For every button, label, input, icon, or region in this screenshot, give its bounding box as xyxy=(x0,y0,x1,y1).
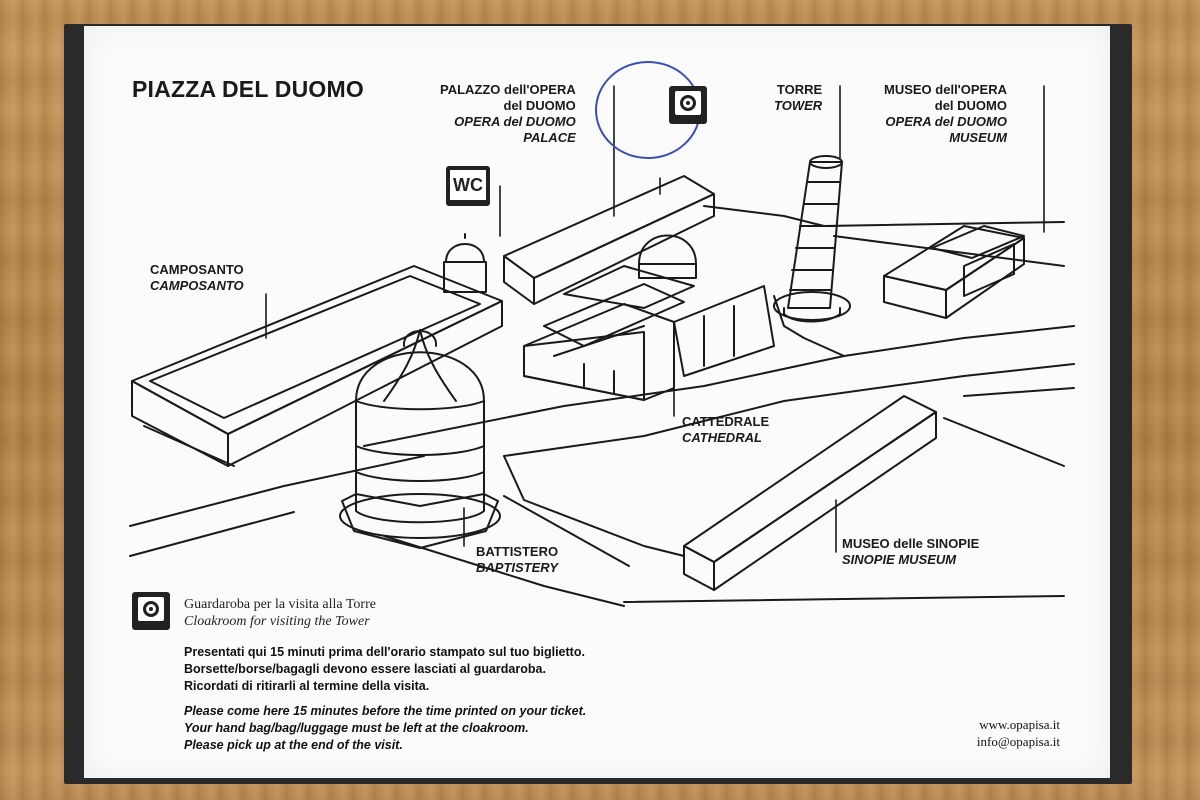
cloakroom-legend: Guardaroba per la visita alla Torre Cloa… xyxy=(184,596,376,630)
label-opera-palace: PALAZZO dell'OPERA del DUOMO OPERA del D… xyxy=(440,82,576,145)
note-it-2: Borsette/borse/bagagli devono essere las… xyxy=(184,662,546,676)
opera-palace-building xyxy=(503,175,715,305)
website-link[interactable]: www.opapisa.it xyxy=(979,717,1060,732)
piazza-paths xyxy=(129,205,1075,607)
label-camposanto: CAMPOSANTO CAMPOSANTO xyxy=(150,262,244,293)
leaning-tower-building xyxy=(773,155,851,323)
wc-icon: WC xyxy=(446,166,490,206)
legend-english: Cloakroom for visiting the Tower xyxy=(184,614,370,629)
baptistery-building xyxy=(339,329,501,549)
cloakroom-legend-icon xyxy=(132,592,170,630)
visitor-notes: Presentati qui 15 minuti prima dell'orar… xyxy=(184,644,586,754)
label-sinopie-museum: MUSEO delle SINOPIE SINOPIE MUSEUM xyxy=(842,536,980,567)
ticket-card: PIAZZA DEL DUOMO PALAZZO dell'OPERA del … xyxy=(84,26,1110,778)
map-title: PIAZZA DEL DUOMO xyxy=(132,76,364,102)
note-en-2: Your hand bag/bag/luggage must be left a… xyxy=(184,721,529,735)
note-it-1: Presentati qui 15 minuti prima dell'orar… xyxy=(184,645,585,659)
camposanto-building xyxy=(131,265,503,467)
cathedral-building xyxy=(523,234,775,401)
small-chapel-building xyxy=(443,233,487,293)
opera-museum-building xyxy=(883,225,1025,319)
label-cathedral: CATTEDRALE CATHEDRAL xyxy=(682,414,770,445)
email-link[interactable]: info@opapisa.it xyxy=(976,734,1060,749)
note-en-1: Please come here 15 minutes before the t… xyxy=(184,704,587,718)
cloakroom-icon xyxy=(669,86,707,124)
label-tower: TORRE TOWER xyxy=(774,82,823,113)
label-opera-museum: MUSEO dell'OPERA del DUOMO OPERA del DUO… xyxy=(884,82,1007,145)
note-en-3: Please pick up at the end of the visit. xyxy=(184,738,403,752)
label-baptistery: BATTISTERO BAPTISTERY xyxy=(476,544,559,575)
note-it-3: Ricordati di ritirarli al termine della … xyxy=(184,679,430,693)
legend-italian: Guardaroba per la visita alla Torre xyxy=(184,597,376,612)
leader-lines xyxy=(265,85,1045,553)
piazza-map-drawing xyxy=(129,61,1075,607)
contact-info: www.opapisa.it info@opapisa.it xyxy=(977,716,1060,750)
sinopie-museum-building xyxy=(683,395,937,591)
